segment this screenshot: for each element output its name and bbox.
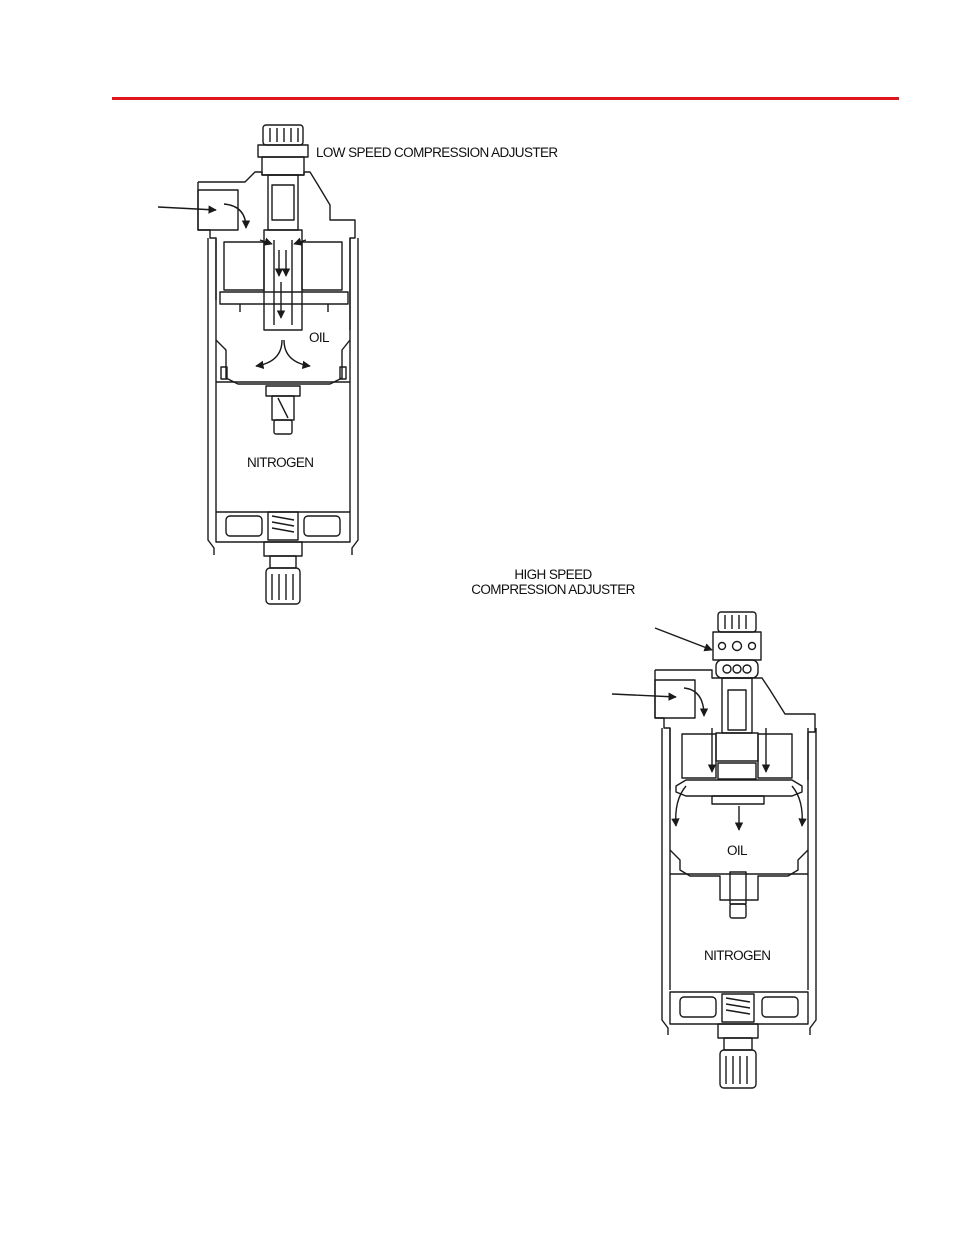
low-speed-flow-left-arrow bbox=[255, 339, 283, 369]
low-speed-oil-label: OIL bbox=[309, 330, 330, 345]
low-speed-nitrogen-label: NITROGEN bbox=[247, 455, 314, 470]
high-speed-oil-label: OIL bbox=[727, 843, 748, 858]
high-speed-knob-pointer-arrow bbox=[654, 627, 713, 652]
high-speed-flow-left-arrow bbox=[671, 785, 687, 827]
high-speed-inlet-arrow bbox=[611, 692, 677, 701]
high-speed-title-line2: COMPRESSION ADJUSTER bbox=[471, 582, 635, 597]
high-speed-knob bbox=[712, 611, 762, 679]
high-speed-shock-drawing bbox=[611, 611, 817, 1089]
high-speed-nitrogen-label: NITROGEN bbox=[704, 948, 771, 963]
low-speed-knob bbox=[257, 124, 309, 176]
high-speed-title: HIGH SPEED COMPRESSION ADJUSTER bbox=[462, 567, 644, 597]
header-rule bbox=[112, 97, 899, 100]
low-speed-flow-right-arrow bbox=[283, 339, 311, 369]
low-speed-inlet-arrow bbox=[157, 205, 217, 214]
low-speed-title: LOW SPEED COMPRESSION ADJUSTER bbox=[316, 145, 558, 160]
low-speed-shock-drawing bbox=[157, 124, 359, 605]
high-speed-title-line1: HIGH SPEED bbox=[514, 567, 592, 582]
low-speed-turn-arrow bbox=[223, 203, 251, 229]
high-speed-flow-right-arrow bbox=[791, 785, 807, 827]
